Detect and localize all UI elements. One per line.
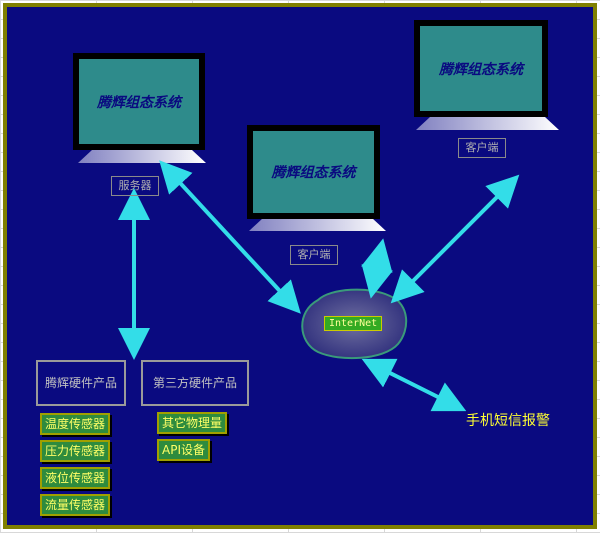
arrow-client-center-internet — [361, 238, 393, 299]
sensor-flow: 流量传感器 — [40, 494, 111, 516]
server-screen: 腾辉组态系统 — [73, 53, 205, 150]
arrow-server-internet — [159, 160, 301, 314]
server-screen-text: 腾辉组态系统 — [97, 94, 181, 111]
third-party-other-quantity: 其它物理量 — [157, 412, 228, 434]
client-right-screen: 腾辉组态系统 — [414, 20, 548, 117]
third-party-api-device: API设备 — [157, 439, 210, 461]
client-center-label: 客户端 — [290, 245, 338, 265]
client-center-monitor-base — [249, 218, 386, 231]
arrow-client-right-internet — [390, 174, 520, 304]
sms-alarm-label: 手机短信报警 — [466, 413, 550, 429]
sensor-level: 液位传感器 — [40, 467, 111, 489]
client-center-screen-text: 腾辉组态系统 — [271, 165, 356, 181]
arrow-internet-sms — [361, 358, 467, 412]
client-right-monitor-base — [416, 117, 559, 130]
server-label: 服务器 — [111, 176, 159, 196]
third-party-hardware-group: 第三方硬件产品 — [141, 360, 249, 406]
internet-label: InterNet — [324, 316, 383, 331]
server-monitor-base — [78, 150, 206, 163]
client-center-screen: 腾辉组态系统 — [247, 125, 380, 219]
tenghui-hardware-group: 腾辉硬件产品 — [36, 360, 126, 406]
sensor-temperature: 温度传感器 — [40, 413, 111, 435]
client-right-label: 客户端 — [458, 138, 506, 158]
sensor-pressure: 压力传感器 — [40, 440, 111, 462]
client-right-screen-text: 腾辉组态系统 — [439, 61, 523, 78]
